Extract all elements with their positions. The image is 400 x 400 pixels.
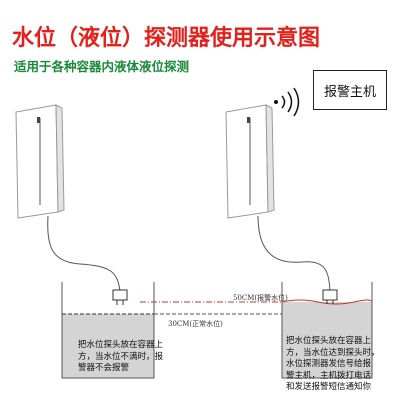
note-right: 把水位探头放在容器上 方，当水位达到探头时， 水位探测器发信号给报 警主机，主机… [286, 336, 380, 392]
cable-left [47, 215, 121, 293]
page-title: 水位（液位）探测器使用示意图 [12, 26, 321, 51]
container-right [281, 282, 373, 379]
probe-left [112, 289, 128, 305]
page-subtitle: 适用于各种容器内液体液位探测 [14, 59, 190, 74]
cable-right [257, 215, 331, 297]
detector-right [225, 104, 275, 219]
alarm-level-label: 50CM(报警水位) [233, 294, 288, 302]
normal-level-label: 30CM(正常水位) [168, 320, 223, 328]
container-left [61, 282, 155, 379]
detector-left [15, 104, 65, 219]
wifi-signal-icon [274, 87, 300, 117]
alarm-host-box: 报警主机 [313, 70, 387, 110]
probe-right [322, 289, 338, 304]
note-left: 把水位探头放在容器上 方，当水位不满时，报 警器不会报警 [78, 340, 164, 373]
